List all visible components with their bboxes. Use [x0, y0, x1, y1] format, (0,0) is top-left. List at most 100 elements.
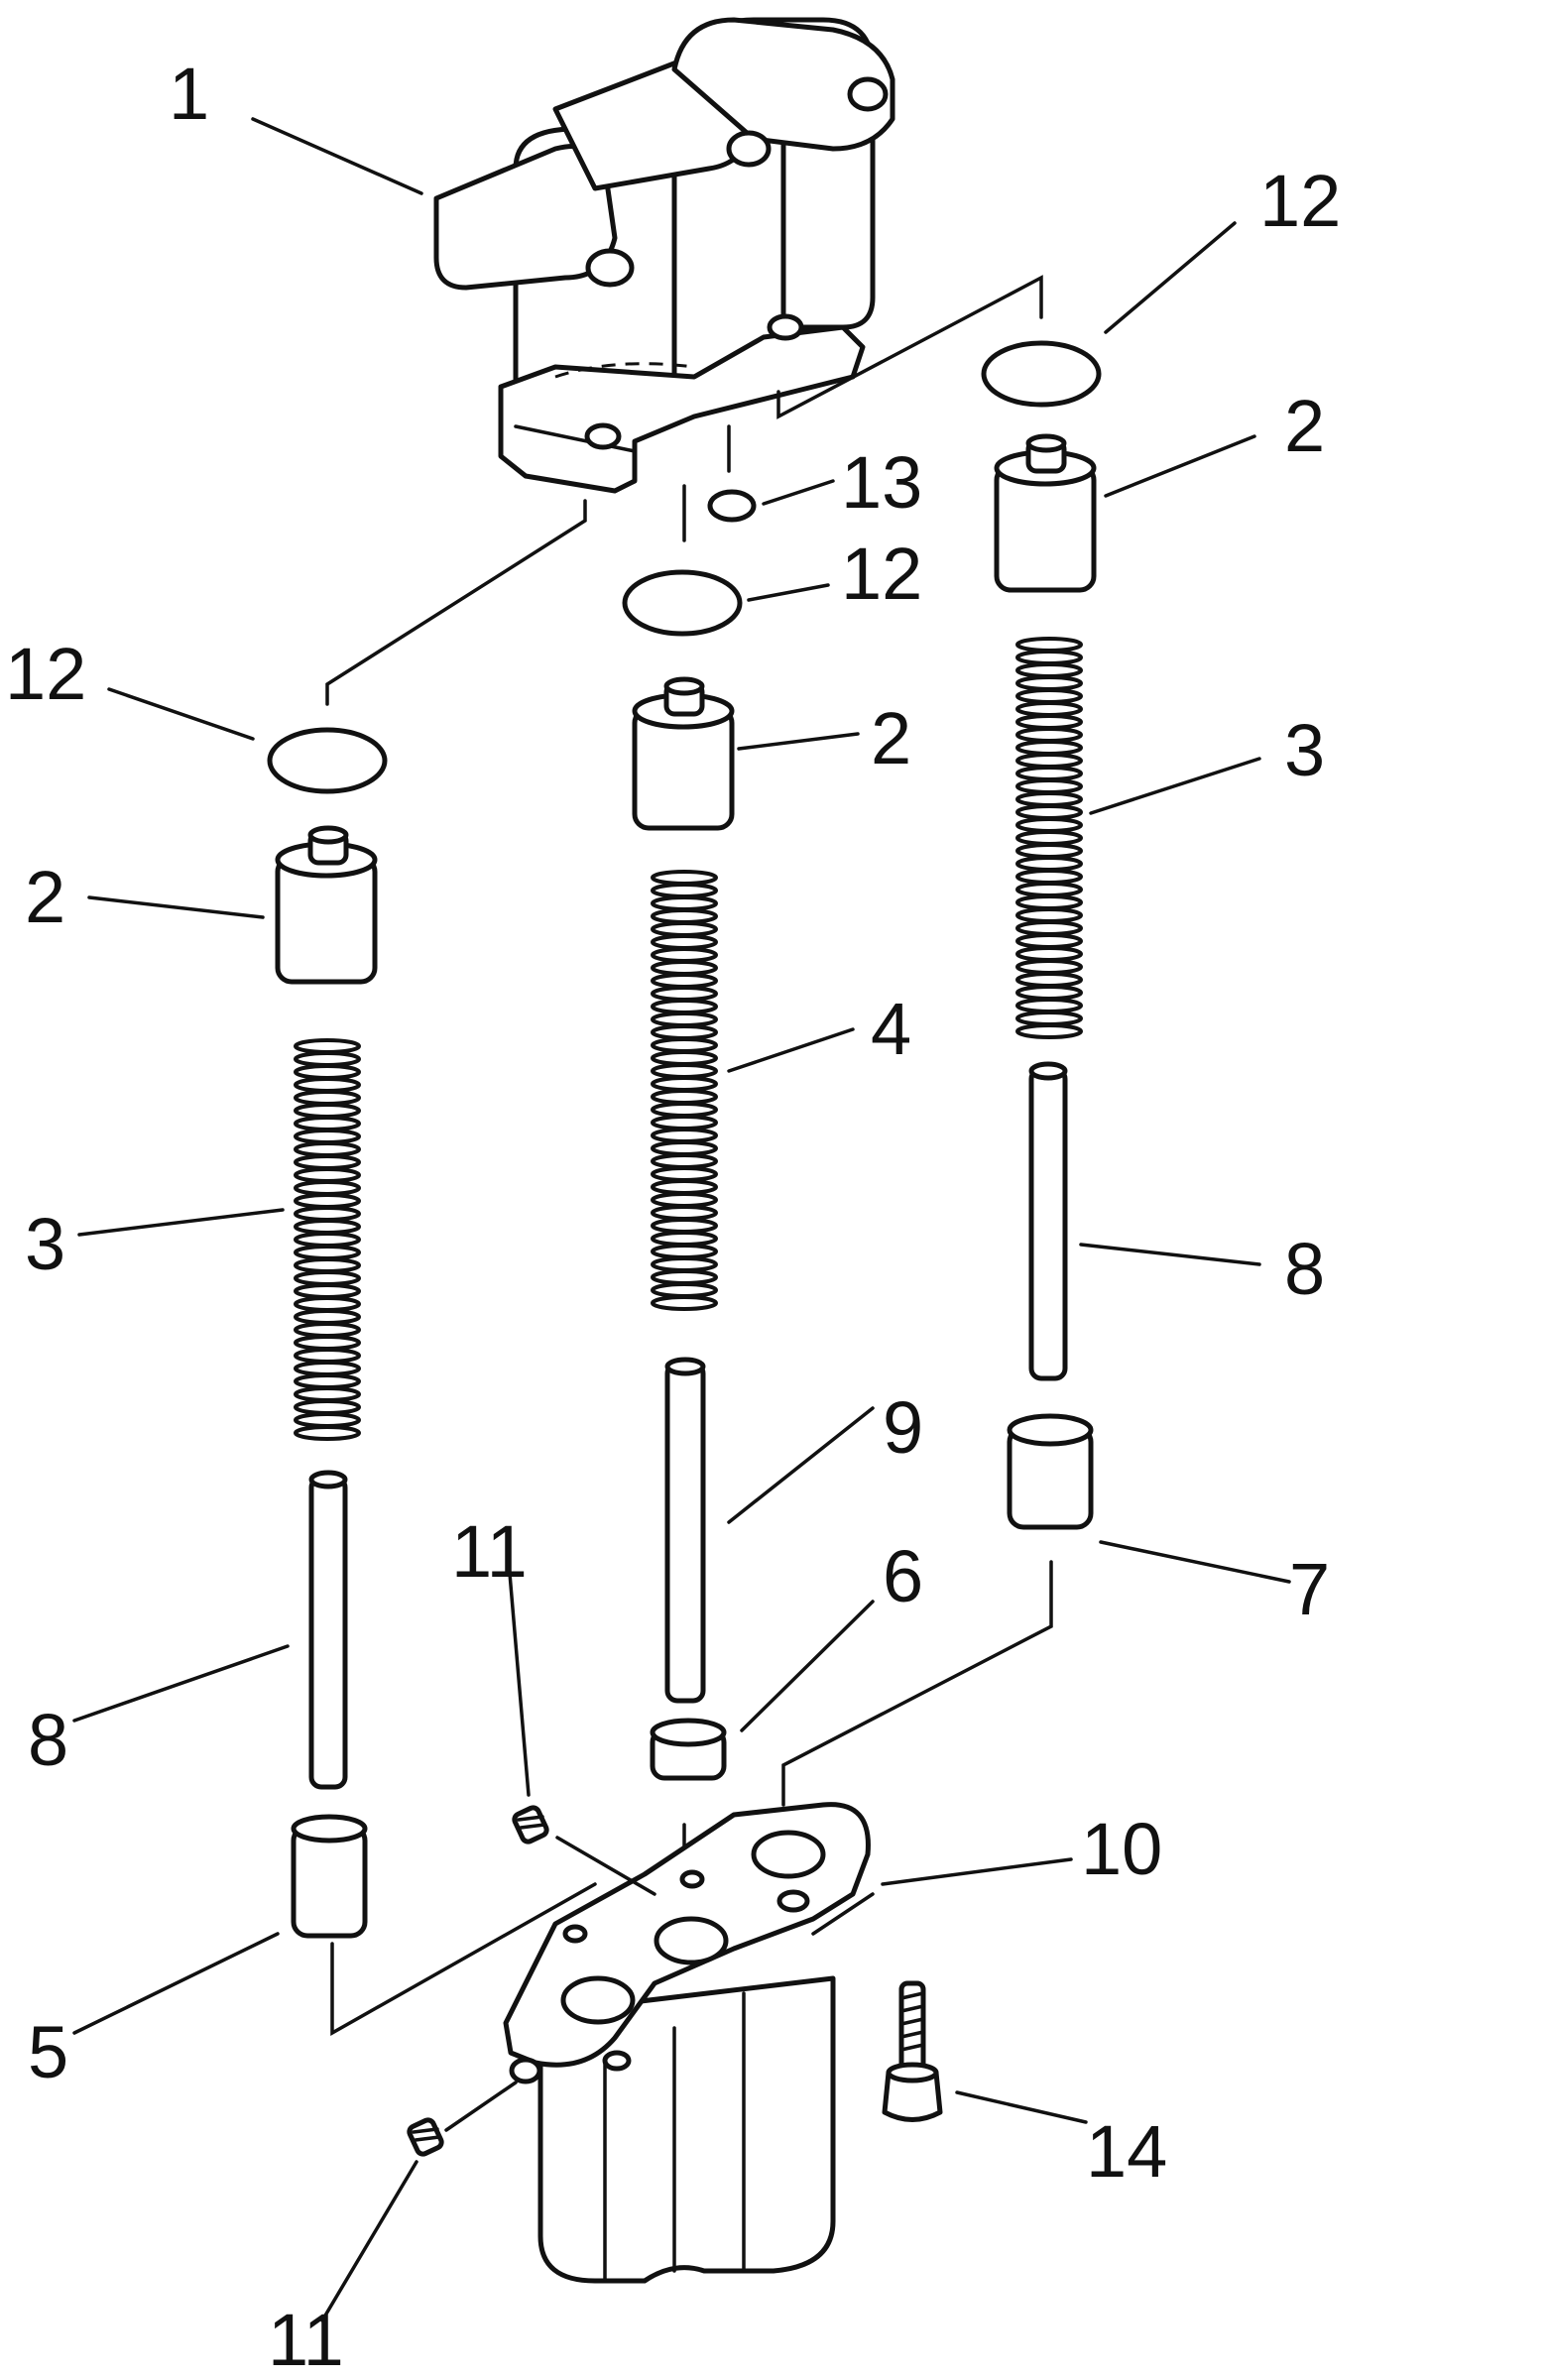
- spring-coil: [294, 1141, 361, 1157]
- spring-coil: [1015, 817, 1083, 833]
- spring-coil: [1015, 869, 1083, 885]
- spring-coil: [1015, 804, 1083, 820]
- spring-coil: [651, 1076, 718, 1092]
- spring-coil: [294, 1386, 361, 1402]
- assembly-center-lines: [325, 275, 1053, 2037]
- spring-coil: [294, 1116, 361, 1131]
- callout-5: 5: [28, 2011, 68, 2093]
- plug-11-lower: [407, 2117, 444, 2157]
- spring-coil: [651, 986, 718, 1002]
- spring-coil: [1015, 637, 1083, 653]
- spring-coil: [1015, 650, 1083, 665]
- spring-coil: [651, 1115, 718, 1130]
- callout-7: 7: [1289, 1548, 1330, 1630]
- callout-3-right: 3: [1284, 709, 1325, 791]
- spring-coil: [294, 1180, 361, 1196]
- callout-10: 10: [1081, 1808, 1162, 1890]
- spring-coil: [294, 1090, 361, 1106]
- spring-coil: [651, 908, 718, 924]
- spring-coil: [294, 1129, 361, 1144]
- spring-coil: [651, 960, 718, 976]
- bolt-14: [882, 1980, 943, 2122]
- spring-coil: [1015, 856, 1083, 872]
- spring-coil: [1015, 972, 1083, 988]
- spring-3-left: [294, 1038, 361, 1441]
- spring-coil: [1015, 985, 1083, 1001]
- spring-coil: [1015, 675, 1083, 691]
- callout-12-middle: 12: [841, 533, 922, 615]
- callout-12-top-right: 12: [1259, 160, 1341, 242]
- callout-4: 4: [871, 988, 911, 1070]
- spring-coil: [1015, 766, 1083, 781]
- spring-coil: [651, 1024, 718, 1040]
- spring-coil: [651, 1256, 718, 1272]
- upper-valve-body: [433, 17, 895, 494]
- spring-coil: [1015, 753, 1083, 769]
- spring-coil: [294, 1257, 361, 1273]
- plug-11-upper: [512, 1805, 549, 1844]
- spring-coil: [294, 1064, 361, 1080]
- spring-coil: [294, 1399, 361, 1415]
- spring-coil: [651, 1282, 718, 1298]
- spring-coil: [294, 1154, 361, 1170]
- spring-coil: [651, 934, 718, 950]
- spring-coil: [1015, 843, 1083, 859]
- rod-8-left: [308, 1470, 348, 1790]
- spring-coil: [651, 1231, 718, 1247]
- spring-coil: [294, 1309, 361, 1325]
- spring-coil: [651, 1153, 718, 1169]
- spring-coil: [651, 1102, 718, 1118]
- spring-coil: [651, 1089, 718, 1105]
- seat-5: [291, 1814, 368, 1939]
- spring-coil: [651, 1037, 718, 1053]
- spring-4: [651, 870, 718, 1311]
- o-ring-12-right: [981, 340, 1102, 408]
- spring-coil: [1015, 701, 1083, 717]
- seat-7: [1007, 1413, 1094, 1530]
- spring-coil: [1015, 714, 1083, 730]
- spring-coil: [294, 1051, 361, 1067]
- spring-coil: [1015, 791, 1083, 807]
- o-ring-12-middle: [622, 569, 743, 637]
- spring-coil: [1015, 920, 1083, 936]
- spring-coil: [651, 870, 718, 886]
- spring-coil: [651, 1179, 718, 1195]
- spring-coil: [294, 1348, 361, 1364]
- spring-coil: [294, 1167, 361, 1183]
- piston-2-left: [275, 825, 378, 985]
- spring-coil: [1015, 778, 1083, 794]
- spring-coil: [651, 1269, 718, 1285]
- spring-coil: [651, 921, 718, 937]
- spring-coil: [294, 1296, 361, 1312]
- spring-coil: [1015, 959, 1083, 975]
- spring-coil: [651, 1050, 718, 1066]
- piston-2-middle: [632, 676, 735, 831]
- spring-coil: [651, 1012, 718, 1027]
- spring-coil: [1015, 727, 1083, 743]
- spring-coil: [294, 1232, 361, 1248]
- spring-coil: [1015, 894, 1083, 910]
- spring-coil: [651, 1063, 718, 1079]
- spring-coil: [1015, 998, 1083, 1013]
- spring-coil: [1015, 1023, 1083, 1039]
- spring-coil: [294, 1103, 361, 1119]
- spring-coil: [1015, 882, 1083, 897]
- spring-coil: [294, 1038, 361, 1054]
- rod-8-right: [1028, 1061, 1068, 1381]
- callout-8-left: 8: [28, 1699, 68, 1781]
- callout-2-middle: 2: [871, 697, 911, 779]
- spring-coil: [651, 1192, 718, 1208]
- callout-6: 6: [883, 1535, 923, 1617]
- callout-numbers: 1 12 2 13 12 12 2 3 2 4 3 8 9 11 6 7 8 1…: [5, 53, 1341, 2380]
- callout-2-left: 2: [25, 856, 65, 938]
- spring-coil: [294, 1373, 361, 1389]
- spring-coil: [651, 999, 718, 1014]
- spring-coil: [294, 1335, 361, 1351]
- spring-coil: [651, 883, 718, 898]
- spring-coil: [651, 1166, 718, 1182]
- spring-coil: [294, 1245, 361, 1260]
- spring-coil: [294, 1193, 361, 1209]
- spring-coil: [651, 895, 718, 911]
- spring-coil: [651, 1205, 718, 1221]
